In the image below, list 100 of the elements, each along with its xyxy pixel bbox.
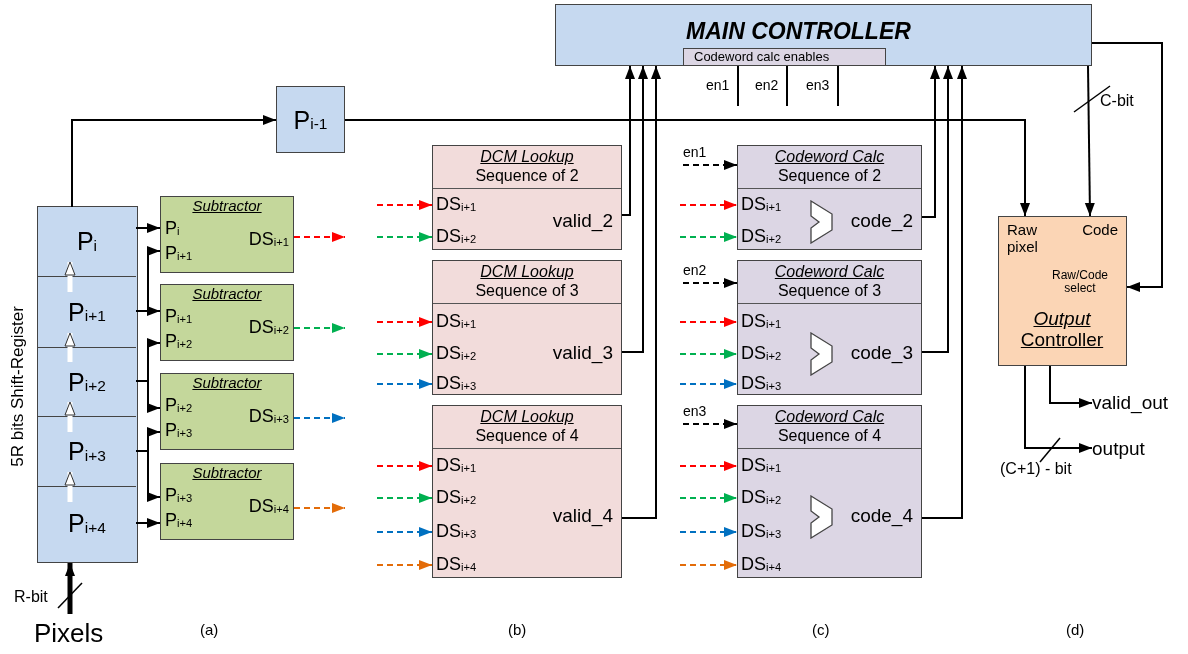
enable-bus-box bbox=[683, 48, 886, 66]
block-subtitle: Sequence of 2 bbox=[776, 167, 883, 185]
arrow bbox=[1091, 42, 1163, 292]
block-title: Codeword Calc bbox=[773, 148, 886, 166]
block-title: DCM Lookup bbox=[479, 148, 575, 166]
arrow bbox=[921, 65, 953, 353]
port-label: code_4 bbox=[850, 505, 913, 527]
edge-label: en1 bbox=[706, 78, 730, 94]
codeword-block bbox=[737, 145, 922, 250]
arrow bbox=[376, 493, 433, 503]
subtractor-block bbox=[160, 284, 294, 361]
port-label: Raw/Code select bbox=[1051, 269, 1109, 296]
port-label: valid_4 bbox=[552, 505, 613, 527]
panel-label: (c) bbox=[812, 622, 830, 639]
arrow bbox=[376, 349, 433, 359]
arrow bbox=[621, 65, 661, 519]
arrow bbox=[135, 223, 161, 233]
block-title: Output Controller bbox=[1019, 309, 1105, 351]
arrow bbox=[679, 560, 738, 570]
port-label: valid_2 bbox=[552, 211, 613, 232]
block-subtitle: Sequence of 2 bbox=[474, 167, 580, 185]
lookup-block bbox=[432, 145, 622, 250]
arrow bbox=[293, 232, 346, 242]
signal-label: Pixels bbox=[34, 614, 118, 652]
block-subtitle: Sequence of 4 bbox=[474, 427, 580, 445]
arrow bbox=[682, 278, 738, 288]
port-label: code_3 bbox=[850, 343, 913, 364]
arrow bbox=[621, 65, 635, 216]
block-title: Subtractor bbox=[191, 286, 263, 303]
arrow bbox=[376, 200, 433, 210]
signal-line bbox=[837, 65, 839, 107]
block-subtitle: Sequence of 4 bbox=[776, 427, 883, 445]
arrow bbox=[135, 518, 161, 528]
arrow bbox=[679, 493, 738, 503]
arrow bbox=[376, 560, 433, 570]
signal-label: output bbox=[1092, 436, 1164, 462]
arrow bbox=[679, 379, 738, 389]
edge-label: en3 bbox=[683, 404, 707, 420]
block-subtitle: Sequence of 3 bbox=[474, 282, 580, 300]
panel-label: (a) bbox=[200, 622, 219, 639]
block-subtitle: Sequence of 3 bbox=[776, 282, 883, 300]
arrow bbox=[376, 461, 433, 471]
edge-label: R-bit bbox=[14, 588, 48, 606]
arrow bbox=[679, 349, 738, 359]
lookup-block bbox=[432, 405, 622, 578]
arrow bbox=[1024, 365, 1093, 453]
signal-line bbox=[786, 65, 788, 107]
arrow bbox=[293, 323, 346, 333]
block-title: DCM Lookup bbox=[479, 263, 575, 281]
block-title: Codeword Calc bbox=[773, 263, 886, 281]
arrow bbox=[65, 563, 75, 614]
edge-label: en1 bbox=[683, 145, 707, 161]
edge-label: (C+1) - bit bbox=[1000, 460, 1072, 478]
block-title: Subtractor bbox=[191, 198, 263, 215]
arrow bbox=[376, 527, 433, 537]
codeword-block bbox=[737, 260, 922, 395]
subtractor-block bbox=[160, 196, 294, 273]
subtractor-block bbox=[160, 463, 294, 540]
arrow bbox=[376, 379, 433, 389]
port-label: Raw pixel bbox=[1007, 222, 1039, 255]
subtractor-block bbox=[160, 373, 294, 450]
arrow bbox=[679, 461, 738, 471]
block-title: Codeword Calc bbox=[773, 408, 886, 426]
output-controller-block bbox=[998, 216, 1127, 366]
arrow bbox=[293, 503, 346, 513]
bus-label: Codeword calc enables bbox=[694, 50, 830, 65]
arrow bbox=[1084, 65, 1095, 217]
edge-label: en3 bbox=[806, 78, 830, 94]
port-label: code_2 bbox=[850, 211, 913, 232]
signal-line bbox=[737, 65, 739, 107]
port-label: Code bbox=[1082, 222, 1118, 239]
arrow bbox=[679, 317, 738, 327]
arrow bbox=[376, 317, 433, 327]
lookup-block bbox=[432, 260, 622, 395]
port-label: valid_3 bbox=[552, 343, 613, 364]
arrow bbox=[376, 232, 433, 242]
register-box bbox=[276, 86, 345, 153]
controller-block bbox=[555, 4, 1092, 66]
panel-label: (d) bbox=[1066, 622, 1085, 639]
arrow bbox=[344, 119, 1030, 217]
shift-arrow bbox=[64, 332, 76, 362]
block-title: MAIN CONTROLLER bbox=[686, 19, 911, 45]
arrow bbox=[682, 419, 738, 429]
arrow bbox=[71, 115, 277, 208]
arrow bbox=[682, 160, 738, 170]
arrow bbox=[293, 413, 346, 423]
edge-label: en2 bbox=[683, 263, 707, 279]
rotated-label: 5R bits Shift-Register bbox=[8, 305, 28, 469]
edge-label: C-bit bbox=[1100, 92, 1134, 110]
panel-label: (b) bbox=[508, 622, 527, 639]
shift-arrow bbox=[64, 401, 76, 432]
block-title: Subtractor bbox=[191, 465, 263, 482]
codeword-block bbox=[737, 405, 922, 578]
arrow bbox=[921, 65, 940, 218]
arrow bbox=[679, 232, 738, 242]
signal-label: valid_out bbox=[1092, 390, 1184, 416]
arrow bbox=[679, 200, 738, 210]
block-title: DCM Lookup bbox=[479, 408, 575, 426]
shift-arrow bbox=[64, 471, 76, 502]
edge-label: en2 bbox=[755, 78, 779, 94]
